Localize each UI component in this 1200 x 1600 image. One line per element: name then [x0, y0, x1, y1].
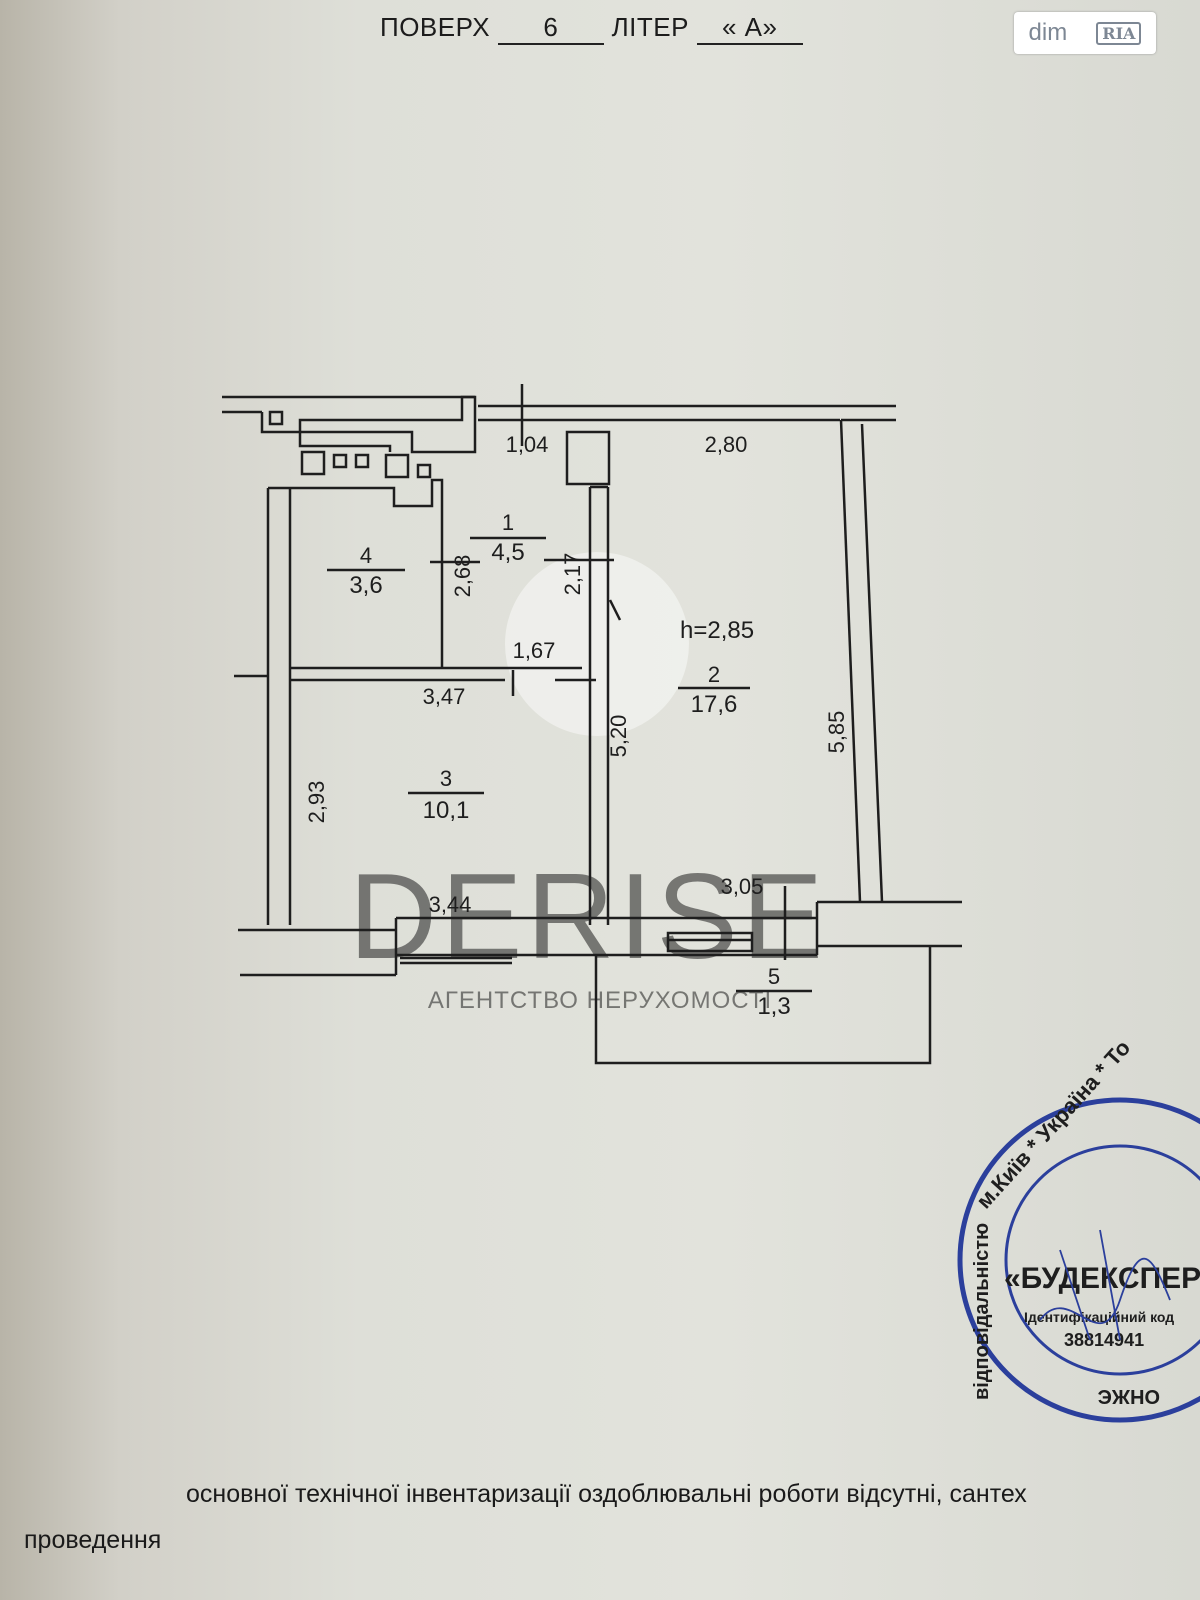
watermark-name: DERISE [349, 848, 827, 984]
dim-ria-logo[interactable]: dim RIA [1014, 12, 1156, 54]
dim-2-93: 2,93 [304, 781, 329, 824]
dim-5-85: 5,85 [824, 711, 849, 754]
stamp-ring-bottom: ОНЖЄ [1098, 1385, 1160, 1407]
stamp-ring-top: м.Київ * Україна * То [971, 1035, 1135, 1213]
logo-dim: dim [1028, 19, 1068, 46]
footer-line-2: проведення [24, 1526, 162, 1554]
room-4-area: 3,6 [349, 572, 382, 599]
watermark-subtitle: АГЕНТСТВО НЕРУХОМОСТІ [428, 987, 772, 1014]
dim-1-67: 1,67 [513, 638, 556, 663]
letter-value: « А» [696, 12, 803, 45]
room-2-number: 2 [708, 662, 720, 687]
watermark-logo-icon [505, 552, 689, 736]
footer-line-1: основної технічної інвентаризації оздобл… [186, 1480, 1027, 1508]
dim-5-20: 5,20 [606, 715, 631, 758]
stamp-id-label: Ідентифікаційний код [1024, 1309, 1174, 1325]
room-4-number: 4 [360, 543, 372, 568]
stamp-ring-left: відповідальністю [971, 1223, 993, 1400]
logo-ria: RIA [1096, 21, 1142, 45]
plan-walls [222, 384, 962, 1065]
room-1-number: 1 [502, 510, 514, 535]
room-3-number: 3 [440, 766, 452, 791]
dim-2-80: 2,80 [705, 432, 748, 457]
stamp-id-code: 38814941 [1064, 1330, 1144, 1350]
room-5-area: 1,3 [757, 993, 790, 1020]
letter-label: ЛІТЕР [611, 12, 689, 42]
dim-2-68: 2,68 [450, 555, 475, 598]
dim-3-44: 3,44 [429, 892, 472, 917]
room-3-area: 10,1 [423, 797, 470, 824]
floor-label: ПОВЕРХ [380, 12, 491, 42]
room-2-area: 17,6 [691, 691, 738, 718]
company-stamp: м.Київ * Україна * То відповідальністю О… [957, 1035, 1200, 1423]
room-5-number: 5 [768, 964, 780, 989]
floor-value: 6 [497, 12, 604, 45]
dim-3-47: 3,47 [423, 684, 466, 709]
room-1-area: 4,5 [491, 539, 524, 566]
stamp-company: «БУДЕКСПЕРТ-1 [1004, 1262, 1200, 1295]
dim-2-17: 2,17 [560, 553, 585, 596]
floor-header: ПОВЕРХ 6 ЛІТЕР « А» [380, 12, 803, 45]
dim-3-05: 3,05 [721, 874, 764, 899]
signature [1039, 1229, 1171, 1341]
dim-1-04: 1,04 [506, 432, 549, 457]
ceiling-height-label: h=2,85 [680, 617, 754, 644]
